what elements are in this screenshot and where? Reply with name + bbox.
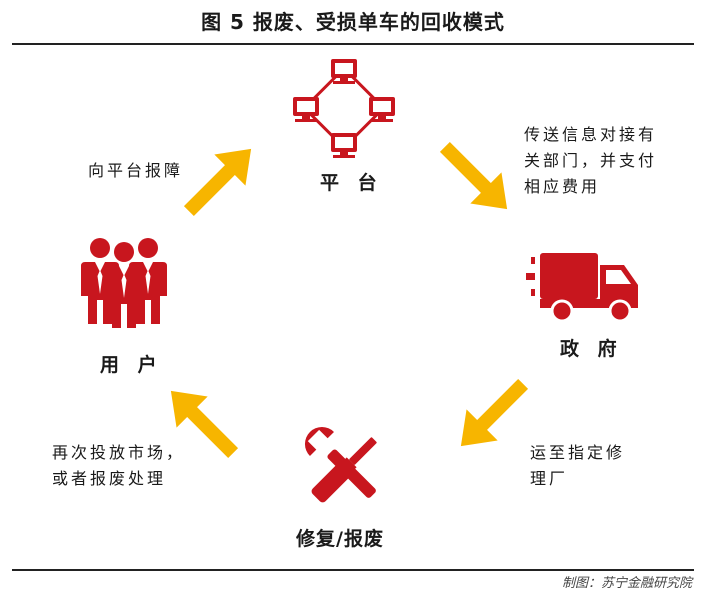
note-line: 相应费用 <box>524 177 601 196</box>
note-repair-to-user: 再次投放市场， 或者报废处理 <box>52 440 185 492</box>
platform-label: 平 台 <box>320 172 383 194</box>
note-government-to-repair: 运至指定修 理厂 <box>530 440 625 492</box>
note-user-to-platform: 向平台报障 <box>88 158 183 184</box>
note-line: 理厂 <box>530 469 569 488</box>
bottom-rule <box>12 569 694 571</box>
note-line: 向平台报障 <box>88 161 184 180</box>
government-label: 政 府 <box>560 338 623 360</box>
network-computers-icon <box>293 59 395 158</box>
figure-credit: 制图：苏宁金融研究院 <box>561 576 692 591</box>
arrow-repair-to-user <box>170 390 239 459</box>
delivery-truck-icon <box>526 253 638 323</box>
user-label: 用 户 <box>100 354 163 376</box>
wrench-screwdriver-icon <box>304 426 377 503</box>
note-line: 传送信息对接有 <box>524 125 658 144</box>
arrow-platform-to-government <box>439 141 508 210</box>
note-line: 或者报废处理 <box>52 469 167 488</box>
note-line: 再次投放市场， <box>52 443 186 462</box>
arrow-government-to-repair <box>460 378 529 447</box>
note-line: 运至指定修 <box>530 443 626 462</box>
arrow-user-to-platform <box>183 148 252 217</box>
note-platform-to-government: 传送信息对接有 关部门，并支付 相应费用 <box>524 122 657 200</box>
users-group-icon <box>81 238 167 328</box>
repair-label: 修复/报废 <box>296 528 384 550</box>
figure-title: 图 5 报废、受损单车的回收模式 <box>201 10 505 34</box>
note-line: 关部门，并支付 <box>524 151 658 170</box>
top-rule <box>12 43 694 45</box>
